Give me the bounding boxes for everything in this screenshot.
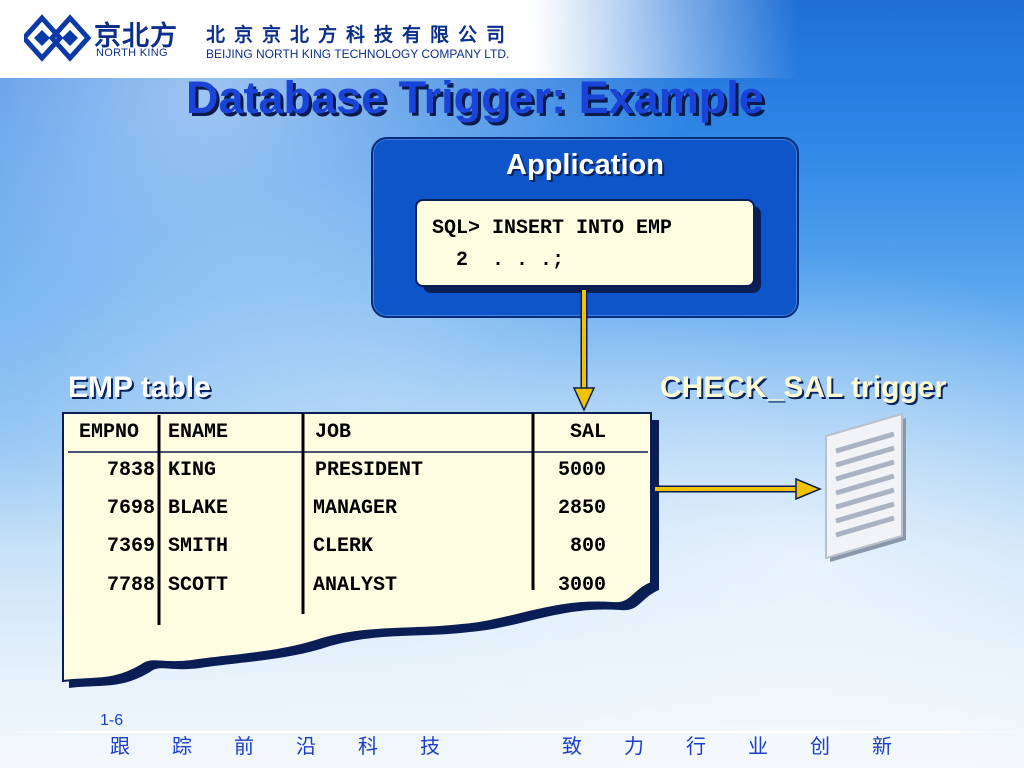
table-cell-ename: SMITH bbox=[168, 535, 229, 558]
logo-english-name: NORTH KING bbox=[96, 47, 168, 59]
table-cell-ename: KING bbox=[168, 459, 217, 482]
column-header-sal: SAL bbox=[569, 421, 606, 444]
table-cell-job: PRESIDENT bbox=[315, 459, 424, 482]
logo-chinese-name: 京北方 bbox=[94, 21, 178, 52]
sql-line-2: 2 . . .; bbox=[432, 249, 565, 272]
page-number: 1-6 bbox=[100, 712, 124, 729]
column-header-job: JOB bbox=[315, 421, 352, 444]
table-cell-job: ANALYST bbox=[313, 574, 398, 597]
north-king-logo-icon bbox=[24, 14, 92, 62]
table-cell-empno: 7788 bbox=[106, 574, 155, 597]
footer-divider bbox=[0, 731, 1024, 733]
company-name-english: BEIJING NORTH KING TECHNOLOGY COMPANY LT… bbox=[206, 47, 510, 61]
trigger-label: CHECK_SAL trigger bbox=[660, 371, 947, 404]
trigger-arrow-head bbox=[795, 477, 822, 501]
emp-table-sheet bbox=[62, 412, 652, 683]
table-cell-sal: 2850 bbox=[557, 497, 606, 520]
sql-command-box: SQL> INSERT INTO EMP 2 . . .; bbox=[415, 199, 755, 287]
insert-arrow-head bbox=[572, 387, 596, 412]
table-cell-job: CLERK bbox=[313, 535, 374, 558]
company-name-chinese: 北京京北方科技有限公司 bbox=[206, 24, 515, 46]
table-cell-empno: 7369 bbox=[106, 535, 155, 558]
table-cell-ename: BLAKE bbox=[168, 497, 229, 520]
application-title: Application bbox=[506, 149, 664, 181]
footer-slogan-left: 跟踪前沿科技 bbox=[110, 734, 482, 758]
emp-table-label: EMP table bbox=[68, 371, 211, 404]
table-cell-sal: 5000 bbox=[557, 459, 606, 482]
column-header-ename: ENAME bbox=[168, 421, 229, 444]
table-cell-ename: SCOTT bbox=[168, 574, 229, 597]
table-cell-sal: 3000 bbox=[557, 574, 606, 597]
footer-slogan-right: 致力行业创新 bbox=[562, 734, 934, 758]
header-band bbox=[0, 0, 1024, 78]
sql-line-1: SQL> INSERT INTO EMP bbox=[432, 217, 673, 240]
table-cell-sal: 800 bbox=[569, 535, 606, 558]
trigger-document-icon bbox=[825, 412, 906, 562]
table-cell-job: MANAGER bbox=[313, 497, 398, 520]
table-cell-empno: 7698 bbox=[106, 497, 155, 520]
slide-title: Database Trigger: Example bbox=[186, 72, 764, 123]
table-cell-empno: 7838 bbox=[106, 459, 155, 482]
column-header-empno: EMPNO bbox=[79, 421, 140, 444]
